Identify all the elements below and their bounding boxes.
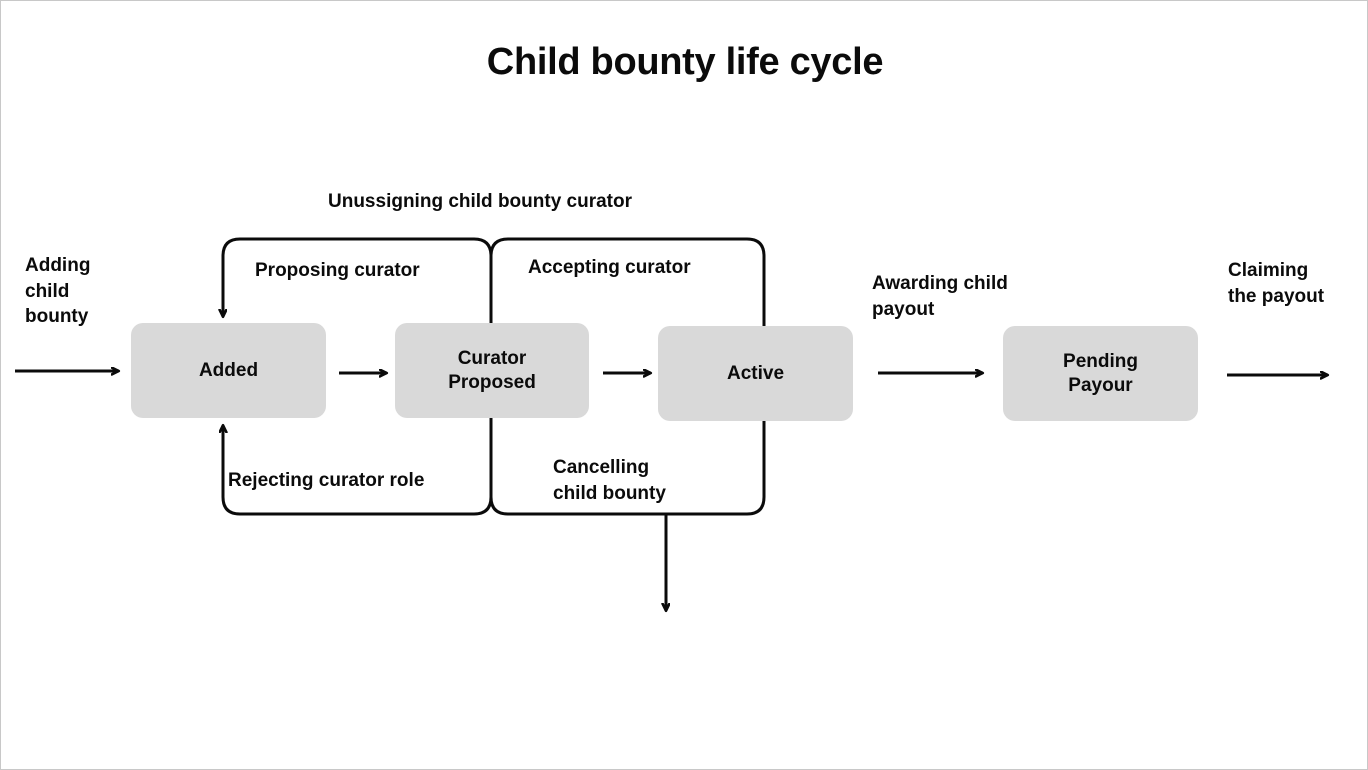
page-title: Child bounty life cycle (486, 41, 884, 83)
loop-unassigning-curator (489, 237, 766, 326)
label-cancelling-child-bounty: Cancelling child bounty (553, 457, 666, 504)
label-unassigning-child-bounty-curator: Unussigning child bounty curator (328, 191, 632, 212)
label-awarding-child-payout: Awarding child payout (872, 273, 1008, 320)
loop-proposing-curator (223, 237, 493, 323)
state-box-pending-payout[interactable]: Pending Payour (1003, 326, 1198, 421)
label-adding-child-bounty: Adding child bounty (25, 255, 91, 328)
loop-rejecting-curator-role (223, 418, 493, 516)
label-rejecting-curator-role: Rejecting curator role (228, 470, 425, 491)
state-box-curator-proposed[interactable]: Curator Proposed (395, 323, 589, 418)
label-proposing-curator: Proposing curator (255, 260, 420, 281)
label-accepting-curator: Accepting curator (528, 257, 691, 278)
label-claiming-the-payout: Claiming the payout (1228, 260, 1325, 307)
loop-accepting-curator-return (489, 418, 766, 516)
state-box-active[interactable]: Active (658, 326, 853, 421)
state-box-added[interactable]: Added (131, 323, 326, 418)
